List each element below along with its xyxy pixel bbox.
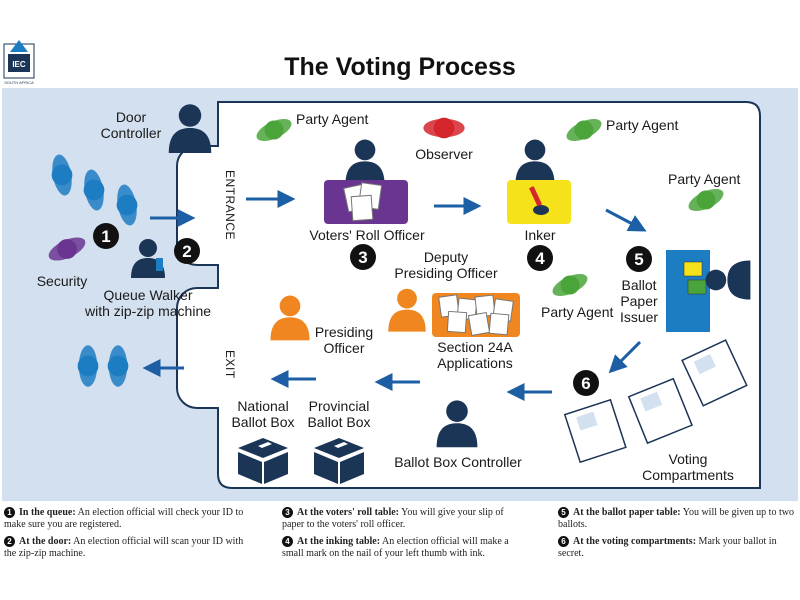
step-5-number: 5 (558, 507, 569, 518)
step-2-description: 2 At the door: An election official will … (4, 536, 244, 560)
party-agent-label-2: Party Agent (606, 117, 678, 133)
step-4-description: 4 At the inking table: An election offici… (282, 536, 522, 560)
page-title: The Voting Process (284, 53, 516, 81)
step-badge-5-number: 5 (634, 250, 643, 269)
party-agent-label-4: Party Agent (541, 304, 613, 320)
step-badge-4-number: 4 (535, 249, 545, 268)
step-badge-6 (573, 370, 599, 396)
step-3-heading: At the voters' roll table: (297, 507, 400, 518)
step-5-text: You will be given up to two ballots. (558, 507, 794, 530)
step-badge-4 (527, 245, 553, 271)
deputy-presiding-officer-sublabel: Presiding Officer (394, 265, 498, 281)
inker-label: Inker (524, 227, 555, 243)
section-24a-papers (438, 294, 514, 336)
step-badge-2-number: 2 (182, 242, 191, 261)
iec-logo: IEC SOUTH AFRICA (3, 40, 35, 85)
step-badge-3-number: 3 (358, 248, 367, 267)
step-5-heading: At the ballot paper table: (573, 507, 681, 518)
observer-label: Observer (415, 146, 473, 162)
step-3-text: You will give your slip of paper to the … (282, 507, 504, 530)
national-ballot-box-sublabel: Ballot Box (231, 414, 294, 430)
door-controller-label: Door (116, 109, 147, 125)
ballot-paper-issuer-sublabel: Paper (620, 293, 658, 309)
logo-country: SOUTH AFRICA (4, 80, 34, 85)
diagram-canvas: IEC SOUTH AFRICA The Voting Process Secu… (2, 40, 798, 501)
deputy-presiding-officer-label: Deputy (424, 249, 468, 265)
ballot-paper-issuer-sublabel-2: Issuer (620, 309, 658, 325)
step-3-description: 3 At the voters' roll table: You will giv… (282, 507, 522, 531)
exit-label: EXIT (223, 350, 237, 379)
ballot-paper-national (683, 261, 703, 277)
section-24a-sublabel: Applications (437, 355, 513, 371)
flow-arrows (142, 190, 647, 401)
step-1-text: An election official will check your ID … (4, 507, 244, 530)
step-badges: 1 2 3 4 5 6 (93, 223, 652, 396)
step-1-heading: In the queue: (19, 507, 76, 518)
voting-compartments-label: Voting (669, 451, 708, 467)
step-2-heading: At the door: (19, 536, 72, 547)
ballot-box-controller-label: Ballot Box Controller (394, 454, 522, 470)
step-1-description: 1 In the queue: An election official will… (4, 507, 244, 531)
voters-roll-officer-label: Voters' Roll Officer (309, 227, 425, 243)
step-2-number: 2 (4, 536, 15, 547)
step-badge-3 (350, 244, 376, 270)
step-4-number: 4 (282, 536, 293, 547)
voting-compartments-sublabel: Compartments (642, 467, 734, 483)
step-4-heading: At the inking table: (297, 536, 381, 547)
provincial-ballot-box-sublabel: Ballot Box (307, 414, 370, 430)
provincial-ballot-box-icon (314, 438, 364, 484)
queue-walker-label: Queue Walker (104, 287, 193, 303)
step-6-number: 6 (558, 536, 569, 547)
step-2-text: An election official will scan your ID w… (4, 536, 244, 559)
national-ballot-box-icon (238, 438, 288, 484)
party-agent-label-3: Party Agent (668, 171, 740, 187)
queue-walker-sublabel: with zip-zip machine (84, 303, 211, 319)
entrance-label: ENTRANCE (223, 170, 237, 240)
step-1-number: 1 (4, 507, 15, 518)
ink-pen-icon (529, 186, 549, 215)
step-6-text: Mark your ballot in secret. (558, 536, 777, 559)
step-6-description: 6 At the voting compartments: Mark your b… (558, 536, 798, 560)
ballot-paper-issuer-label: Ballot (621, 277, 656, 293)
step-badge-5 (626, 246, 652, 272)
step-badge-1 (93, 223, 119, 249)
voters-roll-papers (343, 182, 383, 222)
voting-compartments (563, 339, 748, 464)
door-controller-sublabel: Controller (101, 125, 162, 141)
provincial-ballot-box-label: Provincial (309, 398, 370, 414)
presiding-officer-label: Presiding (315, 324, 373, 340)
presiding-officer-sublabel: Officer (324, 340, 365, 356)
step-descriptions: 1 In the queue: An election official will… (0, 503, 800, 600)
step-badge-2 (174, 238, 200, 264)
national-ballot-box-label: National (237, 398, 288, 414)
party-agent-label-1: Party Agent (296, 111, 368, 127)
logo-mark: IEC (12, 60, 26, 69)
security-label: Security (37, 273, 88, 289)
section-24a-label: Section 24A (437, 339, 513, 355)
step-badge-1-number: 1 (101, 227, 110, 246)
step-5-description: 5 At the ballot paper table: You will be … (558, 507, 798, 531)
step-badge-6-number: 6 (581, 374, 590, 393)
step-6-heading: At the voting compartments: (573, 536, 697, 547)
step-3-number: 3 (282, 507, 293, 518)
ballot-paper-provincial (687, 279, 707, 295)
zip-zip-machine-icon (156, 258, 163, 271)
step-4-text: An election official will make a small m… (282, 536, 509, 559)
